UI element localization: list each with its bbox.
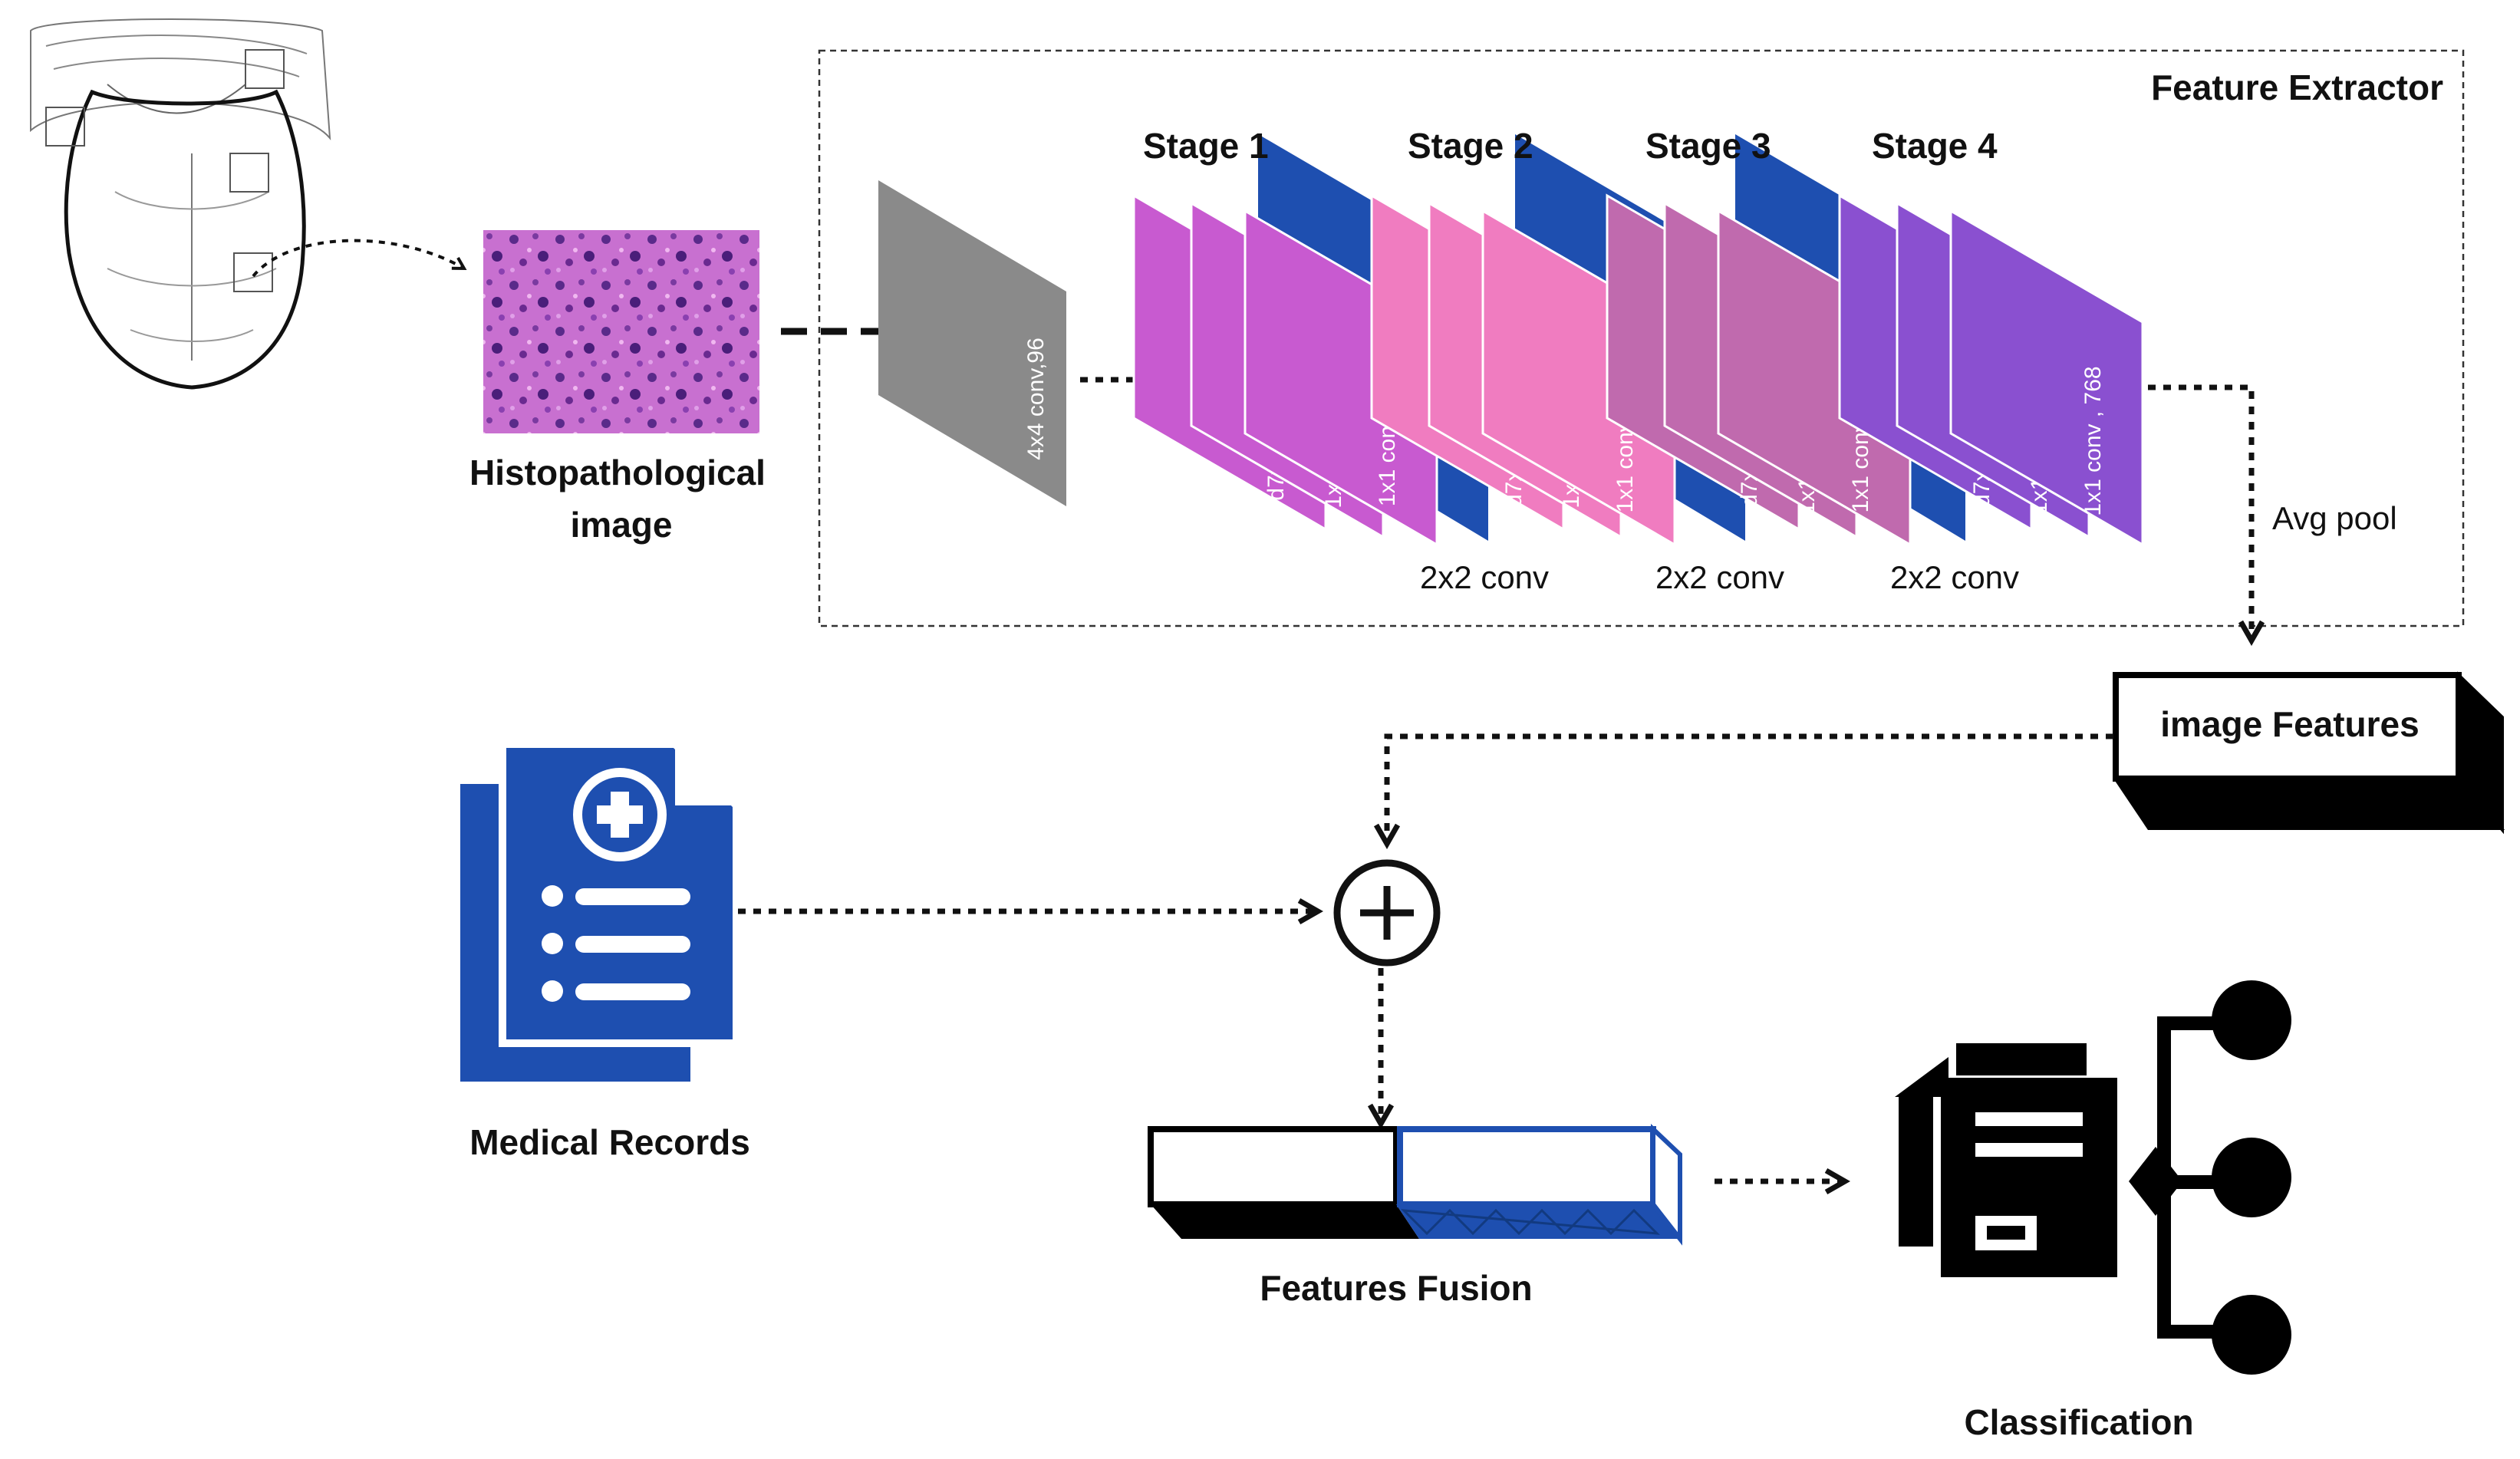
tongue-to-image-arrow bbox=[252, 239, 467, 278]
histo-label-line2: image bbox=[571, 505, 673, 545]
image-features-label: image Features bbox=[2160, 704, 2419, 744]
histopathological-image bbox=[483, 230, 759, 433]
features-fusion-label: Features Fusion bbox=[1260, 1268, 1532, 1308]
stage-3-group: Stage 3d7x7 conv , 3841x1 conv , 15361x1… bbox=[1606, 126, 1912, 547]
feature-extractor-title: Feature Extractor bbox=[2151, 68, 2443, 107]
stem-conv-label: 4x4 conv,96 bbox=[1023, 338, 1049, 460]
medical-records-icon bbox=[460, 740, 740, 1082]
stem-conv-layer bbox=[878, 180, 1066, 506]
stage-4-layer-3 bbox=[1949, 209, 2144, 547]
avgpool-arrow bbox=[2148, 384, 2265, 647]
classification-label: Classification bbox=[1964, 1402, 2193, 1442]
downsample-label-3: 2x2 conv bbox=[1890, 559, 2019, 595]
downsample-label-2: 2x2 conv bbox=[1655, 559, 1784, 595]
features-to-fusion-arrow bbox=[1373, 733, 2113, 850]
avgpool-label: Avg pool bbox=[2272, 500, 2397, 536]
stage-1-title: Stage 1 bbox=[1143, 126, 1269, 166]
downsample-label-1: 2x2 conv bbox=[1420, 559, 1549, 595]
stage-4-layer-3-label: 1x1 conv , 768 bbox=[2080, 366, 2106, 515]
histo-label-line1: Histopathological bbox=[469, 453, 766, 492]
feature-extractor-box bbox=[818, 49, 2465, 627]
stage-3-title: Stage 3 bbox=[1645, 126, 1771, 166]
stage-4-group: Stage 4d7x7 conv , 7681x1 conv , 30721x1… bbox=[1838, 126, 2144, 547]
features-fusion-block bbox=[1148, 1124, 1682, 1246]
fusion-plus-operator bbox=[1333, 859, 1441, 967]
image-features-block bbox=[2113, 671, 2505, 835]
medical-records-label: Medical Records bbox=[469, 1122, 750, 1162]
classification-icon bbox=[1895, 980, 2291, 1375]
stage-1-group: Stage 1d7x7 conv , 961x1 conv , 3841x1 c… bbox=[1132, 126, 1438, 547]
tongue-illustration bbox=[30, 18, 331, 390]
stage-4-title: Stage 4 bbox=[1872, 126, 1998, 166]
stage-2-title: Stage 2 bbox=[1408, 126, 1533, 166]
